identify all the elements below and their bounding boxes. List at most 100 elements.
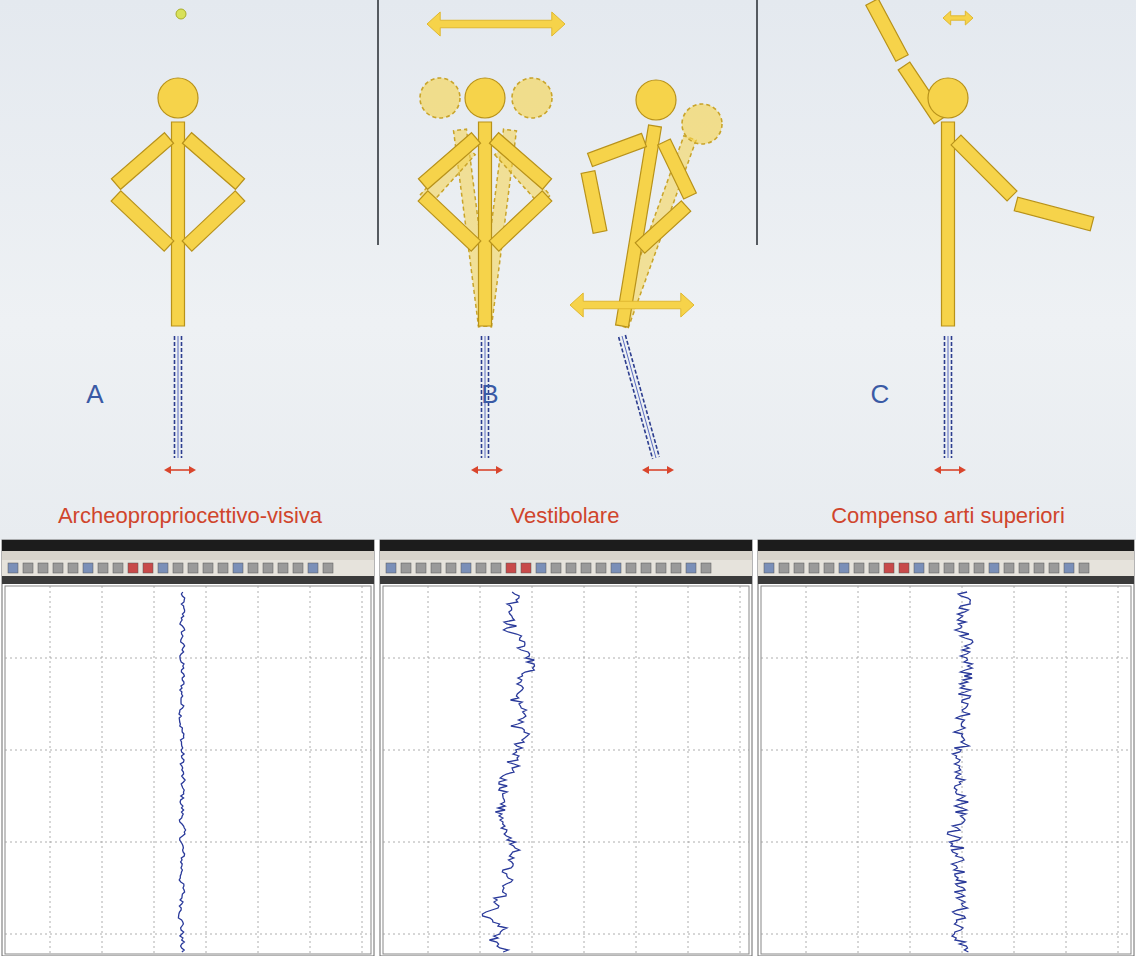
tool-icon	[203, 563, 213, 573]
ghost-head	[682, 104, 722, 144]
grid-line	[910, 586, 911, 954]
limb-bar	[479, 122, 492, 326]
tool-icon	[854, 563, 864, 573]
tool-icon	[248, 563, 258, 573]
arrow-head	[959, 466, 966, 474]
tool-icon	[278, 563, 288, 573]
limb-bar	[182, 191, 245, 251]
tool-icon	[764, 563, 774, 573]
arrow-head	[164, 466, 171, 474]
tool-icon	[959, 563, 969, 573]
grid-line	[154, 586, 155, 954]
sway-axis	[178, 336, 179, 458]
grid-line	[5, 658, 371, 659]
tool-icon	[611, 563, 621, 573]
grid-line	[310, 586, 311, 954]
tool-icon	[491, 563, 501, 573]
limb-bar	[1014, 197, 1094, 231]
tool-icon	[323, 563, 333, 573]
menu-bar	[380, 551, 752, 560]
plot-area	[383, 586, 749, 954]
limb-bar	[635, 201, 690, 253]
title-bar	[380, 540, 752, 551]
menu-bar	[758, 551, 1134, 560]
tool-icon	[173, 563, 183, 573]
tool-icon	[431, 563, 441, 573]
tool-icon	[521, 563, 531, 573]
tool-icon	[1064, 563, 1074, 573]
sway-line	[174, 336, 176, 458]
tool-icon	[293, 563, 303, 573]
grid-line	[962, 586, 963, 954]
tool-icon	[809, 563, 819, 573]
grid-line	[258, 586, 259, 954]
grid-line	[362, 586, 363, 954]
panel-letter: B	[481, 380, 498, 410]
tool-icon	[188, 563, 198, 573]
sway-trace	[947, 592, 973, 952]
ghost-head	[512, 78, 552, 118]
grid-line	[761, 750, 1131, 751]
grid-line	[383, 750, 749, 751]
arrow-head	[667, 466, 674, 474]
limb-bar	[489, 191, 552, 251]
document-bar	[2, 576, 374, 584]
sway-trace	[482, 592, 534, 952]
tool-icon	[899, 563, 909, 573]
limb-bar	[489, 133, 551, 190]
sway-arrow	[943, 11, 973, 25]
sway-line	[625, 335, 659, 457]
sway-arrow	[427, 12, 565, 36]
grid-line	[5, 934, 371, 935]
limb-bar	[942, 122, 955, 326]
tool-icon	[38, 563, 48, 573]
software-window	[2, 540, 374, 956]
menu-bar	[2, 551, 374, 560]
grid-line	[383, 658, 749, 659]
tool-icon	[656, 563, 666, 573]
ghost-head	[420, 78, 460, 118]
tool-icon	[53, 563, 63, 573]
title-bar	[2, 540, 374, 551]
tool-icon	[1049, 563, 1059, 573]
stick-figures	[111, 0, 1094, 327]
grid-line	[206, 586, 207, 954]
tool-icon	[944, 563, 954, 573]
arrow-head	[642, 466, 649, 474]
oscillation-arrow	[168, 469, 192, 471]
software-window	[758, 540, 1134, 956]
limb-bar	[111, 133, 173, 190]
panel-letter: A	[86, 380, 103, 410]
limb-bar	[658, 139, 697, 199]
limb-bar	[581, 171, 607, 234]
head-circle	[636, 80, 676, 120]
tool-icon	[869, 563, 879, 573]
sway-axis	[948, 336, 949, 458]
limb-bar	[951, 135, 1017, 201]
tool-icon	[974, 563, 984, 573]
grid-line	[383, 934, 749, 935]
tool-icon	[566, 563, 576, 573]
arrow-head	[471, 466, 478, 474]
grid-line	[383, 842, 749, 843]
window-frame	[2, 540, 374, 956]
tool-icon	[929, 563, 939, 573]
grid-line	[858, 586, 859, 954]
window-frame	[758, 540, 1134, 956]
sway-axis	[622, 336, 656, 458]
grid-line	[1118, 586, 1119, 954]
limb-bar	[182, 133, 244, 190]
tool-icon	[914, 563, 924, 573]
grid-line	[806, 586, 807, 954]
ghost-figures	[420, 78, 722, 328]
arrow-head	[496, 466, 503, 474]
tool-icon	[884, 563, 894, 573]
oscillation-arrow	[646, 469, 670, 471]
limb-bar	[588, 133, 647, 166]
tool-icon	[1079, 563, 1089, 573]
visual-target-dot	[176, 9, 186, 19]
limb-bar	[111, 191, 174, 251]
document-bar	[758, 576, 1134, 584]
tool-icon	[233, 563, 243, 573]
grid-line	[480, 586, 481, 954]
